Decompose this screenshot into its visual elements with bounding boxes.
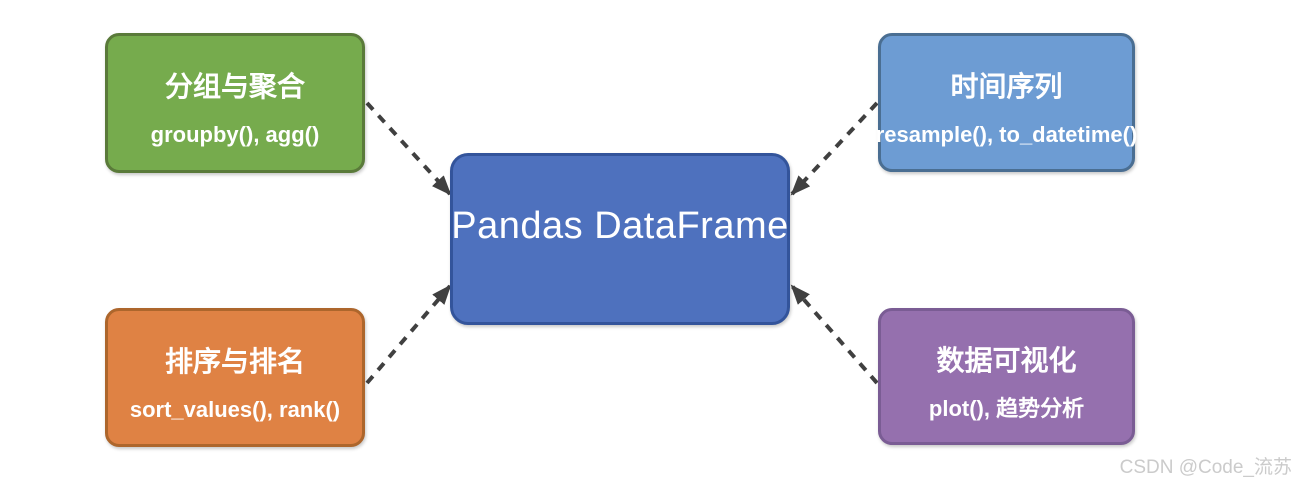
csdn-watermark: CSDN @Code_流苏 xyxy=(1119,457,1292,478)
node-data-visualization: 数据可视化 plot(), 趋势分析 xyxy=(878,308,1135,445)
arrow-sortrank-to-center xyxy=(365,284,452,385)
node-title: 排序与排名 xyxy=(164,345,305,377)
node-methods: plot(), 趋势分析 xyxy=(928,395,1085,421)
arrow-groupby-to-center xyxy=(365,101,452,196)
center-title: Pandas DataFrame xyxy=(451,204,789,247)
node-methods: sort_values(), rank() xyxy=(129,396,341,422)
node-time-series: 时间序列 resample(), to_datetime() xyxy=(875,33,1138,172)
node-title: 分组与聚合 xyxy=(164,71,305,102)
arrow-dataviz-to-center xyxy=(790,284,879,385)
node-sort-rank: 排序与排名 sort_values(), rank() xyxy=(105,308,365,447)
node-title: 数据可视化 xyxy=(936,344,1077,376)
arrow-timeseries-to-center xyxy=(790,101,879,196)
node-title: 时间序列 xyxy=(950,70,1063,102)
node-groupby-agg: 分组与聚合 groupby(), agg() xyxy=(105,33,365,173)
node-methods: resample(), to_datetime() xyxy=(875,121,1138,147)
node-methods: groupby(), agg() xyxy=(150,122,320,147)
node-pandas-dataframe: Pandas DataFrame xyxy=(450,153,790,325)
